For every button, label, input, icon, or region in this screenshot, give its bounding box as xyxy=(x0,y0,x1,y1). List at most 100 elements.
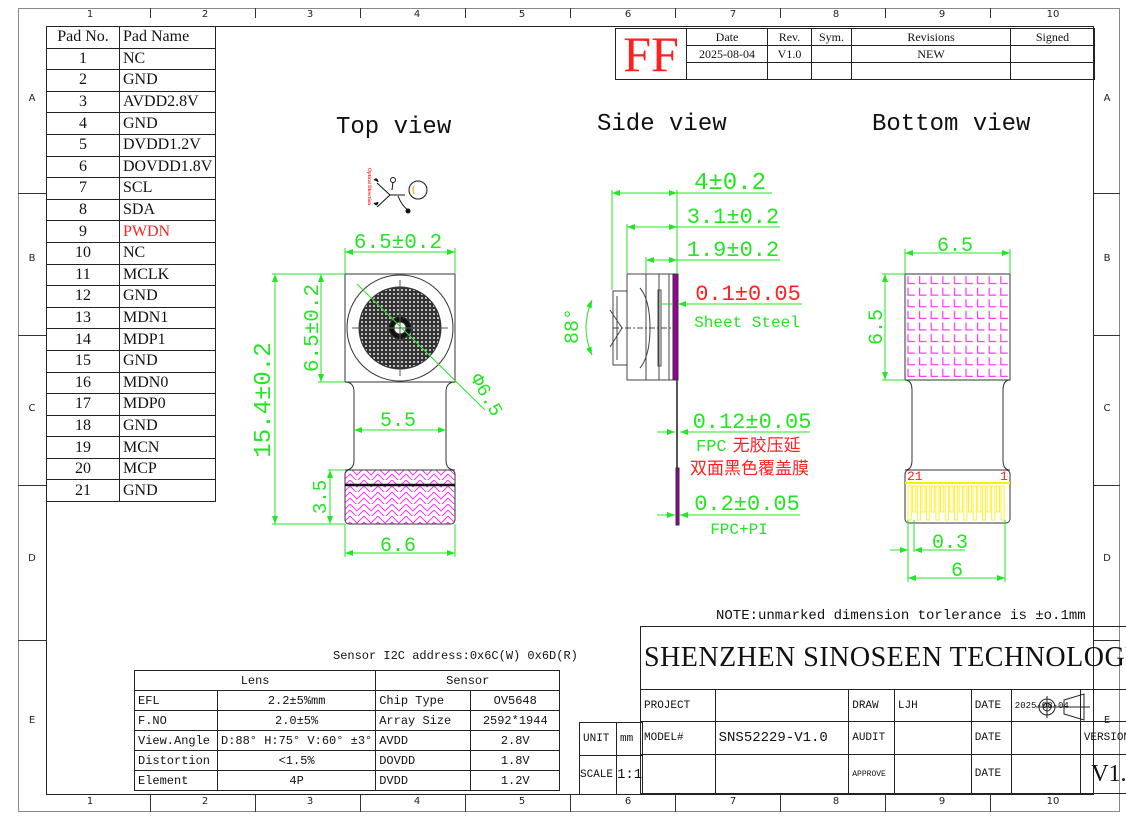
rev-header-signed: Signed xyxy=(1010,28,1095,46)
zone-divider xyxy=(18,335,46,336)
pad-name: DOVDD1.8V xyxy=(118,155,217,179)
dim-fpc-pi-thickness: 0.2±0.05 xyxy=(694,492,800,517)
side-view-dimensions xyxy=(585,190,810,518)
lens-value: 2.2±5%mm xyxy=(216,690,377,711)
projection-symbol-cell xyxy=(1079,689,1126,722)
lens-param: View.Angle xyxy=(134,730,218,751)
column-label-5: 5 xyxy=(518,796,526,807)
pad-name: MDN0 xyxy=(118,371,217,395)
tolerance-note: NOTE:unmarked dimension torlerance is ±o… xyxy=(716,608,1086,624)
pad-name: SCL xyxy=(118,177,217,200)
column-label-5: 5 xyxy=(518,9,526,20)
zone-divider xyxy=(885,795,886,812)
top-view-title: Top view xyxy=(336,114,452,141)
sensor-value: 2592*1944 xyxy=(470,710,561,731)
connector-pin xyxy=(986,485,991,513)
lens-param: Distortion xyxy=(134,750,218,771)
zone-divider xyxy=(150,795,151,812)
connector-pin xyxy=(977,485,982,513)
row-label-D: D xyxy=(28,553,36,564)
row-label-C: C xyxy=(28,403,36,414)
connector-pin xyxy=(921,485,926,513)
model-label: MODEL# xyxy=(640,721,716,755)
zone-divider xyxy=(18,485,46,486)
pad-name: GND xyxy=(118,69,217,92)
dim-connector-height: 3.5 xyxy=(310,480,332,514)
zone-divider xyxy=(675,795,676,812)
connector-pin xyxy=(940,485,945,513)
approve-label: APPROVE xyxy=(848,754,895,794)
drawing-outer-border xyxy=(18,8,1120,812)
project-value xyxy=(714,689,850,722)
sensor-param: AVDD xyxy=(375,730,472,751)
dim-view-angle: 88° xyxy=(562,308,585,344)
zone-divider xyxy=(255,795,256,812)
rev-header-revisions: Revisions xyxy=(851,28,1011,46)
dim-side-total-depth: 4±0.2 xyxy=(694,170,766,197)
pad-name: SDA xyxy=(118,198,217,222)
column-label-9: 9 xyxy=(938,796,946,807)
column-label-10: 10 xyxy=(1046,796,1060,807)
approve-empty xyxy=(640,754,716,794)
pad-name: PWDN xyxy=(118,220,217,243)
column-label-4: 4 xyxy=(413,796,421,807)
connector-pin xyxy=(930,485,935,513)
lens-param: EFL xyxy=(134,690,218,711)
audit-date-value xyxy=(1010,721,1081,755)
dim-top-width: 6.5±0.2 xyxy=(354,232,442,255)
dim-top-height: 6.5±0.2 xyxy=(302,284,325,372)
side-view-drawing xyxy=(609,273,680,526)
connector-pin xyxy=(944,485,949,521)
connector-pin xyxy=(958,485,963,513)
column-label-6: 6 xyxy=(624,9,632,20)
connector-pin xyxy=(963,485,968,521)
pad-number: 15 xyxy=(46,349,120,373)
optical-direction-icon: Optical Direction xyxy=(366,168,428,214)
sensor-value: 1.8V xyxy=(470,750,561,771)
row-label-C: C xyxy=(1103,403,1111,414)
sensor-param: Chip Type xyxy=(375,690,472,711)
project-label: PROJECT xyxy=(640,689,716,722)
zone-divider xyxy=(360,795,361,812)
revision-table: FF Date Rev. Sym. Revisions Signed 2025-… xyxy=(615,28,1095,80)
column-label-2: 2 xyxy=(201,9,209,20)
zone-divider xyxy=(18,193,46,194)
column-label-10: 10 xyxy=(1046,9,1060,20)
pad-number: 21 xyxy=(46,479,120,503)
zone-divider xyxy=(780,8,781,18)
title-block: SHENZHEN SINOSEEN TECHNOLOGY PROJECT DRA… xyxy=(640,626,1126,794)
dim-side-holder-depth: 3.1±0.2 xyxy=(687,205,779,230)
zone-divider xyxy=(885,8,886,18)
row-label-A: A xyxy=(28,93,36,104)
note-fpc-prefix: FPC xyxy=(696,438,727,457)
rev-header-date: Date xyxy=(686,28,768,46)
dim-total-length: 15.4±0.2 xyxy=(251,342,278,457)
column-label-8: 8 xyxy=(832,796,840,807)
lens-value: 4P xyxy=(216,770,377,791)
pad-name: GND xyxy=(118,112,217,135)
zone-divider xyxy=(465,8,466,18)
zone-divider xyxy=(360,8,361,18)
top-view-dimensions xyxy=(272,248,486,557)
sensor-param: DVDD xyxy=(375,770,472,791)
unit-value: mm xyxy=(615,722,644,756)
approve-date-label: DATE xyxy=(970,754,1012,794)
column-label-7: 7 xyxy=(729,9,737,20)
pad-table-header: Pad No. Pad Name xyxy=(46,26,217,49)
column-label-1: 1 xyxy=(86,9,94,20)
pad-name: MDP1 xyxy=(118,328,217,351)
pin-label-21: 21 xyxy=(907,469,923,484)
zone-divider xyxy=(780,795,781,812)
